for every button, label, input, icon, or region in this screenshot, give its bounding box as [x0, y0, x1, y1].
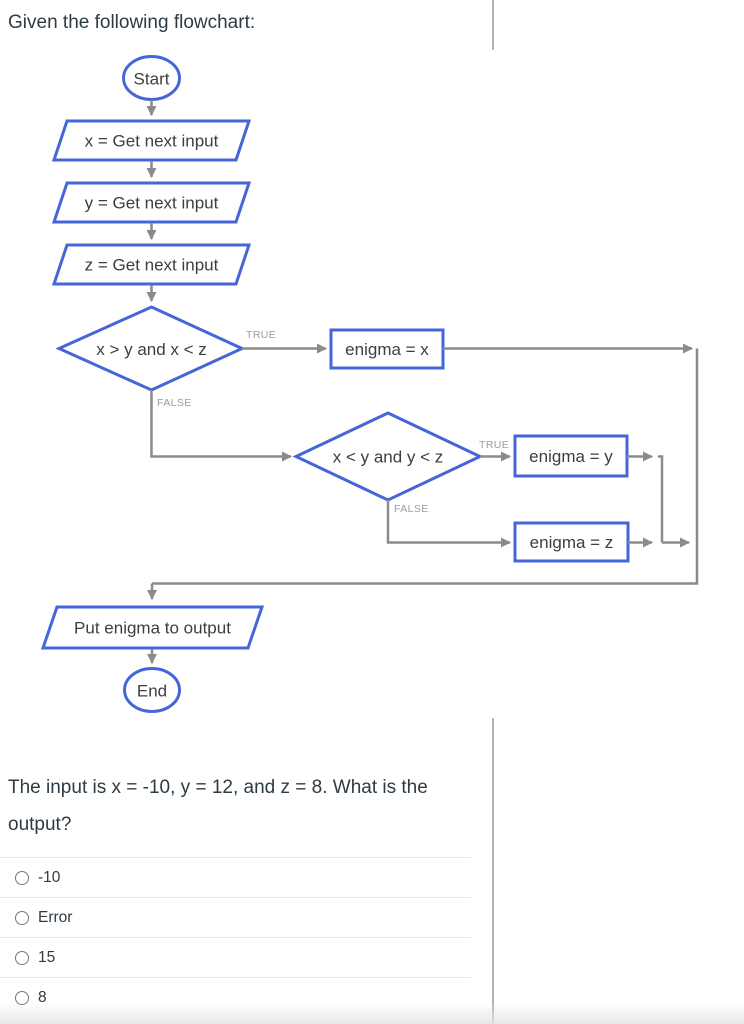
output-label: Put enigma to output	[74, 619, 231, 638]
radio-button[interactable]	[15, 910, 29, 925]
answer-option-2[interactable]: Error	[0, 897, 471, 937]
answer-option-label: -10	[38, 868, 61, 886]
output-parallelogram	[40, 605, 265, 650]
decision2-true-label: TRUE	[479, 439, 509, 451]
decision1-false-label: FALSE	[157, 397, 192, 409]
question-text: The input is x = -10, y = 12, and z = 8.…	[8, 777, 428, 835]
connector-merge-return	[152, 348, 699, 585]
connector-yz-junction	[658, 455, 664, 543]
input-y-label: y = Get next input	[85, 194, 219, 213]
connector-decision2-false	[386, 500, 511, 548]
input-x-parallelogram	[51, 119, 252, 162]
connector-decision1-false	[150, 390, 292, 462]
answer-option-label: Error	[38, 908, 73, 926]
answer-option-label: 15	[38, 948, 56, 966]
radio-button[interactable]	[15, 950, 29, 965]
start-terminal	[122, 55, 181, 101]
end-terminal	[123, 667, 181, 713]
radio-button[interactable]	[15, 870, 29, 885]
assign-x-label: enigma = x	[345, 340, 429, 359]
flowchart-svg: Start x = Get next input y = Get next in…	[40, 55, 699, 713]
start-label: Start	[134, 70, 170, 89]
input-z-label: z = Get next input	[85, 256, 219, 275]
answer-option-label: 8	[38, 988, 47, 1006]
decision2-false-label: FALSE	[394, 503, 429, 515]
decision2-label: x < y and y < z	[333, 448, 444, 467]
decision1-true-label: TRUE	[246, 329, 276, 341]
radio-button[interactable]	[15, 990, 29, 1005]
end-label: End	[137, 682, 167, 701]
answer-options: -10 Error 15 8	[0, 857, 471, 1017]
assign-z-label: enigma = z	[530, 533, 614, 552]
answer-option-4[interactable]: 8	[0, 977, 471, 1017]
answer-option-1[interactable]: -10	[0, 857, 471, 897]
assign-z-box	[513, 521, 630, 563]
input-x-label: x = Get next input	[85, 132, 219, 151]
decision1-label: x > y and x < z	[96, 340, 207, 359]
question-heading: Given the following flowchart:	[8, 12, 256, 33]
assign-y-box	[513, 434, 629, 478]
input-y-parallelogram	[51, 181, 252, 224]
flowchart-image: Start x = Get next input y = Get next in…	[0, 50, 744, 718]
assign-y-label: enigma = y	[529, 447, 613, 466]
answer-option-3[interactable]: 15	[0, 937, 471, 977]
input-z-parallelogram	[51, 243, 252, 286]
